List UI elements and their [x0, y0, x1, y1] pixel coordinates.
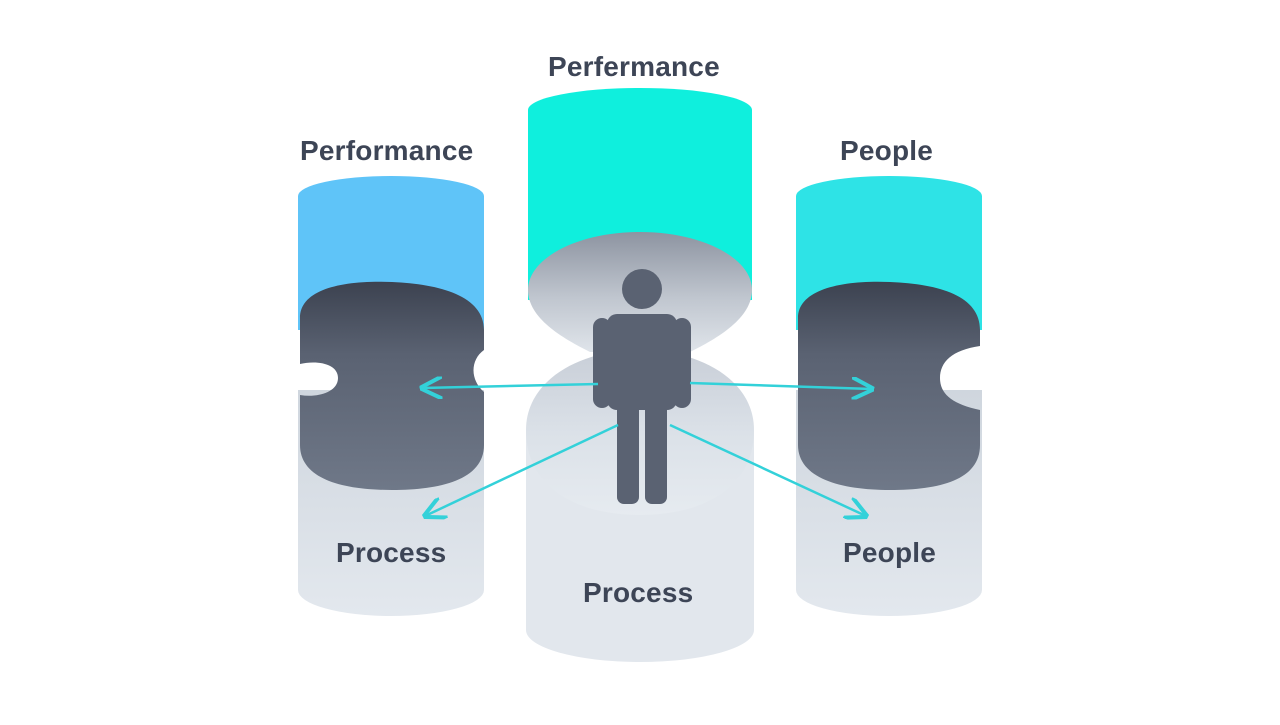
- arrow-icon: [689, 383, 872, 389]
- right-top-label: People: [840, 135, 934, 166]
- left-top-label: Performance: [300, 135, 474, 166]
- left-cylinder-core: [300, 281, 484, 490]
- left-bottom-label: Process: [336, 537, 447, 568]
- arrow-icon: [425, 423, 619, 516]
- center-cylinder-lower-bulb: [526, 350, 754, 515]
- right-bottom-label: People: [843, 537, 937, 568]
- arrows: [422, 383, 872, 516]
- center-cylinder: [526, 88, 754, 662]
- arrow-icon: [422, 384, 599, 388]
- right-cylinder-core: [798, 281, 980, 490]
- center-top-label: Perfermance: [548, 51, 720, 82]
- right-cylinder: [796, 176, 982, 616]
- left-cylinder: [298, 176, 484, 616]
- arrow-icon: [669, 423, 866, 516]
- center-bottom-label: Process: [583, 577, 694, 608]
- person-icon: [593, 269, 691, 504]
